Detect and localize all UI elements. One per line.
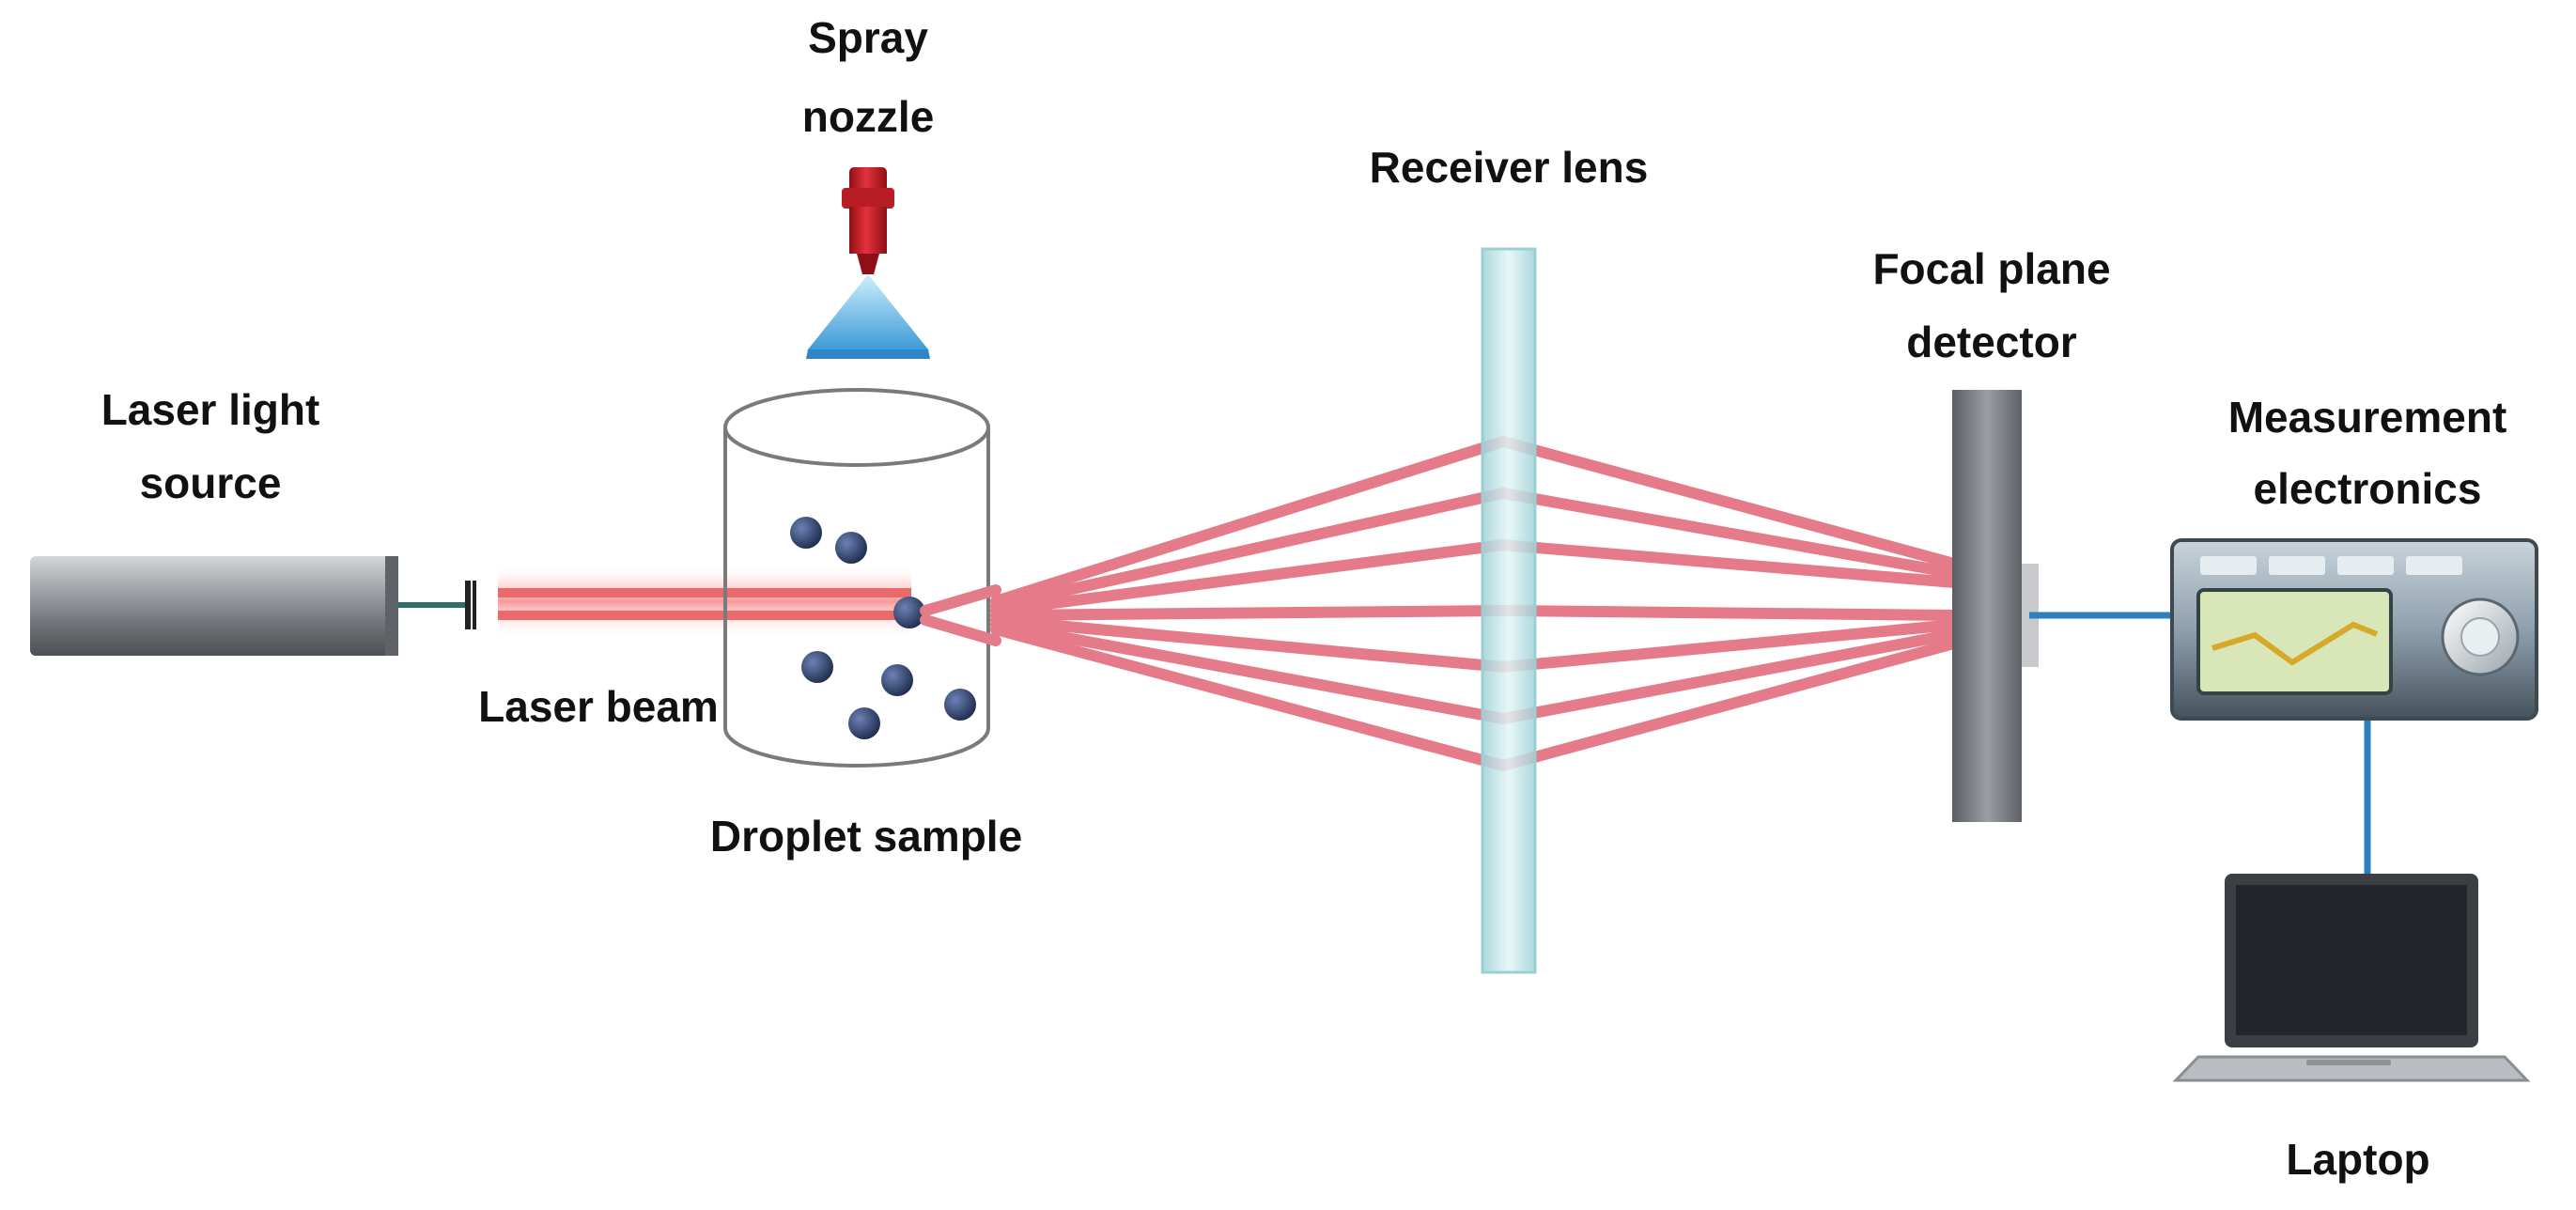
measurement-device-icon bbox=[2170, 538, 2538, 721]
droplets bbox=[790, 517, 976, 739]
laser-source-label-1: Laser light bbox=[101, 385, 320, 434]
scattered-rays bbox=[920, 435, 1960, 772]
spray-nozzle-label-2: nozzle bbox=[802, 92, 935, 141]
measurement-label-1: Measurement bbox=[2228, 393, 2507, 442]
receiver-lens-label: Receiver lens bbox=[1370, 143, 1649, 192]
laser-beam-label: Laser beam bbox=[478, 682, 719, 731]
laptop-label: Laptop bbox=[2286, 1135, 2429, 1184]
laser-source-label-2: source bbox=[140, 458, 282, 507]
laser-beam-icon bbox=[498, 564, 911, 639]
laser-source-icon bbox=[30, 556, 476, 656]
droplet-cylinder-icon bbox=[723, 388, 990, 768]
detector-icon bbox=[1952, 390, 2039, 822]
measurement-label-2: electronics bbox=[2254, 464, 2482, 513]
focal-plane-label-2: detector bbox=[1906, 318, 2077, 366]
focal-plane-label-1: Focal plane bbox=[1872, 244, 2110, 293]
spray-nozzle-label-1: Spray bbox=[808, 13, 928, 62]
receiver-lens-icon bbox=[1481, 247, 1537, 974]
laptop-icon bbox=[2172, 874, 2531, 1082]
labels: Spray nozzle Receiver lens Focal plane d… bbox=[101, 13, 2507, 1184]
spray-nozzle-icon bbox=[806, 167, 930, 359]
droplet-sample-label: Droplet sample bbox=[710, 812, 1022, 861]
cables bbox=[2029, 612, 2371, 878]
